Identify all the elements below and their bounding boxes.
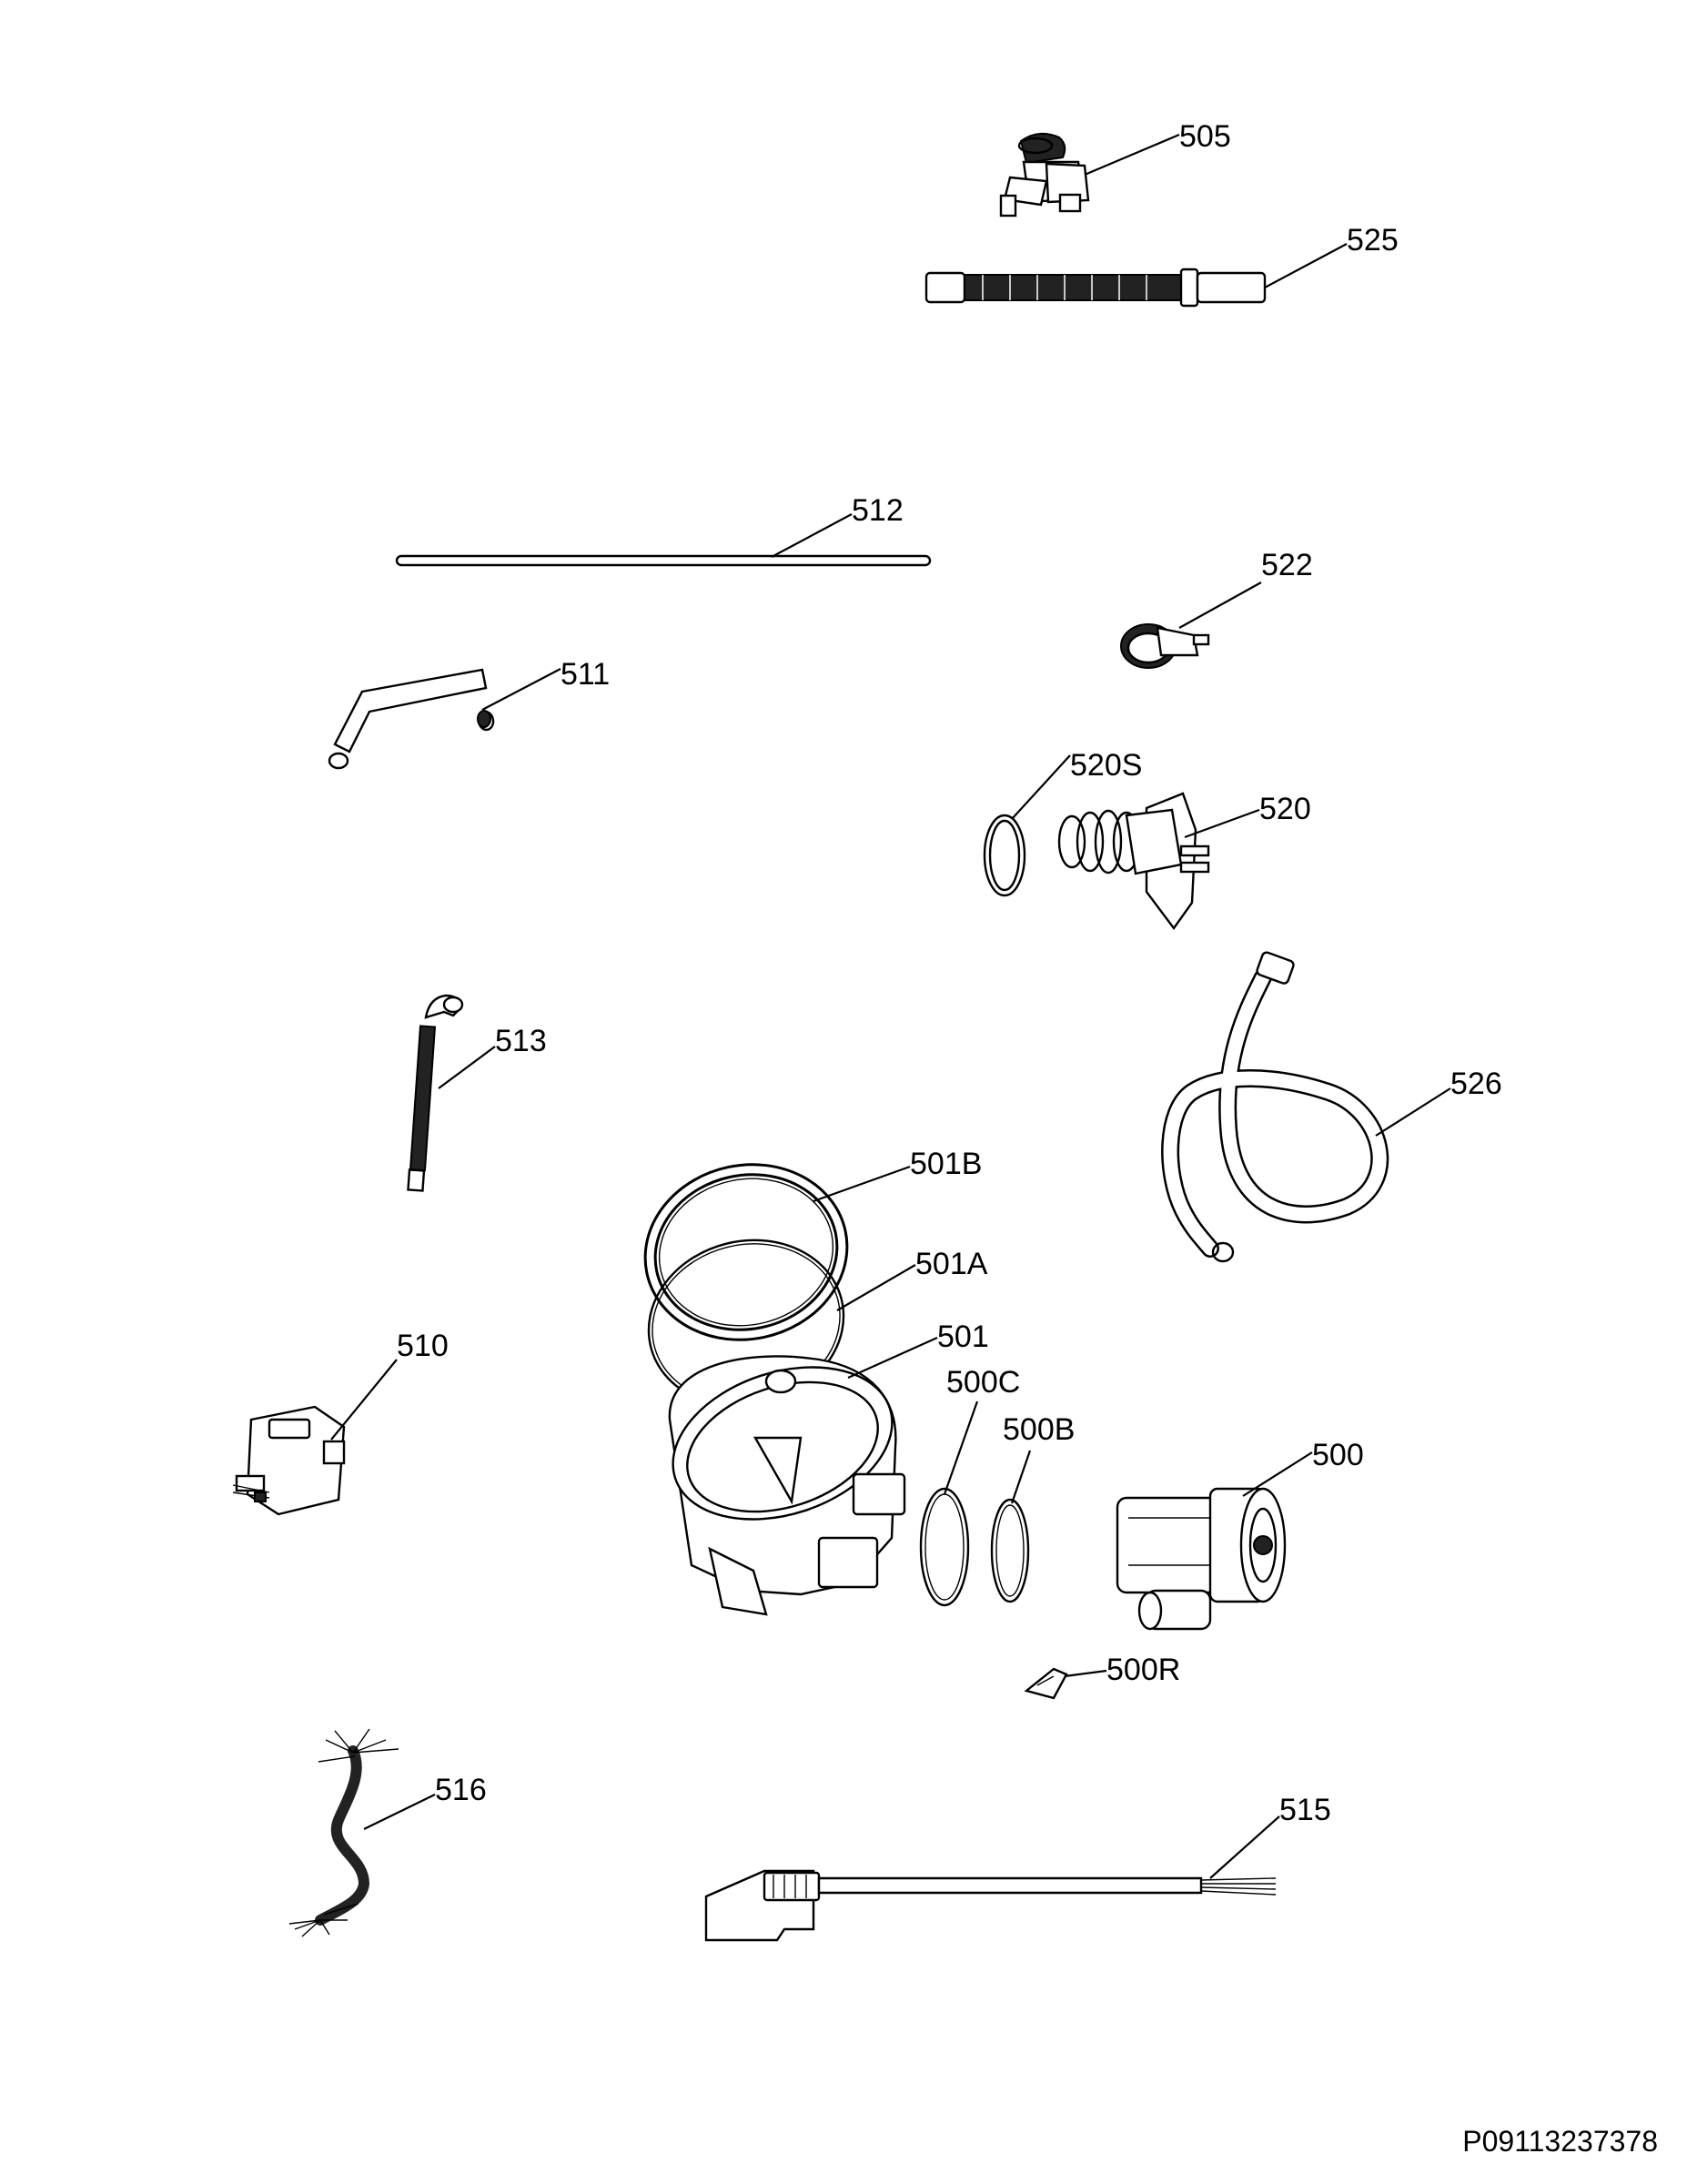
part-512-tube <box>395 554 932 567</box>
label-500b: 500B <box>1003 1412 1075 1447</box>
label-500: 500 <box>1312 1438 1364 1472</box>
part-520s-seal <box>983 814 1026 897</box>
part-513-hose <box>407 994 464 1192</box>
label-501: 501 <box>937 1320 989 1354</box>
leader-520 <box>1184 808 1260 839</box>
leader-501b <box>813 1165 911 1203</box>
label-500c: 500C <box>946 1365 1020 1400</box>
label-505: 505 <box>1179 119 1231 154</box>
part-515-power-cable <box>704 1869 1277 1942</box>
part-526-looped-hose <box>1161 951 1389 1263</box>
leader-512 <box>771 513 853 558</box>
leader-501 <box>847 1336 938 1380</box>
part-500r <box>1024 1667 1068 1700</box>
leader-500r <box>1064 1669 1107 1678</box>
part-500-pump <box>1116 1487 1287 1631</box>
part-511-elbow-hose <box>328 668 495 770</box>
leader-525 <box>1264 243 1348 288</box>
leader-500c <box>943 1400 979 1495</box>
leader-513 <box>438 1046 496 1089</box>
leader-526 <box>1375 1087 1451 1137</box>
part-522-connector <box>1120 623 1210 669</box>
part-501b-ring <box>643 1163 849 1341</box>
leader-500b <box>1010 1450 1032 1504</box>
leader-505 <box>1084 133 1180 177</box>
label-525: 525 <box>1347 223 1399 258</box>
leader-516 <box>363 1794 436 1830</box>
label-522: 522 <box>1261 548 1313 582</box>
part-505-inlet-valve <box>999 132 1090 217</box>
label-513: 513 <box>495 1024 547 1058</box>
part-510-module <box>232 1405 346 1516</box>
part-500b-ring <box>990 1498 1030 1603</box>
label-516: 516 <box>435 1773 487 1807</box>
part-501-sump <box>668 1355 906 1616</box>
part-516-wiring-harness <box>288 1728 399 1937</box>
leader-511 <box>481 668 561 711</box>
part-525-corrugated-hose <box>924 268 1267 308</box>
label-520s: 520S <box>1070 748 1142 783</box>
leader-515 <box>1209 1815 1280 1879</box>
document-reference: P09113237378 <box>1462 2125 1658 2158</box>
label-520: 520 <box>1259 792 1311 826</box>
label-501b: 501B <box>910 1147 982 1181</box>
part-500c-ring <box>919 1487 970 1607</box>
label-510: 510 <box>397 1329 449 1363</box>
leader-510 <box>330 1359 398 1441</box>
label-500r: 500R <box>1106 1653 1180 1687</box>
label-515: 515 <box>1279 1793 1331 1827</box>
leader-501a <box>836 1264 916 1311</box>
label-511: 511 <box>561 657 610 692</box>
label-512: 512 <box>852 493 904 528</box>
leader-522 <box>1178 581 1262 629</box>
part-520-heater <box>1057 792 1210 931</box>
leader-500 <box>1242 1451 1313 1497</box>
label-526: 526 <box>1450 1067 1502 1101</box>
label-501a: 501A <box>915 1247 988 1281</box>
leader-520s <box>1011 754 1071 820</box>
